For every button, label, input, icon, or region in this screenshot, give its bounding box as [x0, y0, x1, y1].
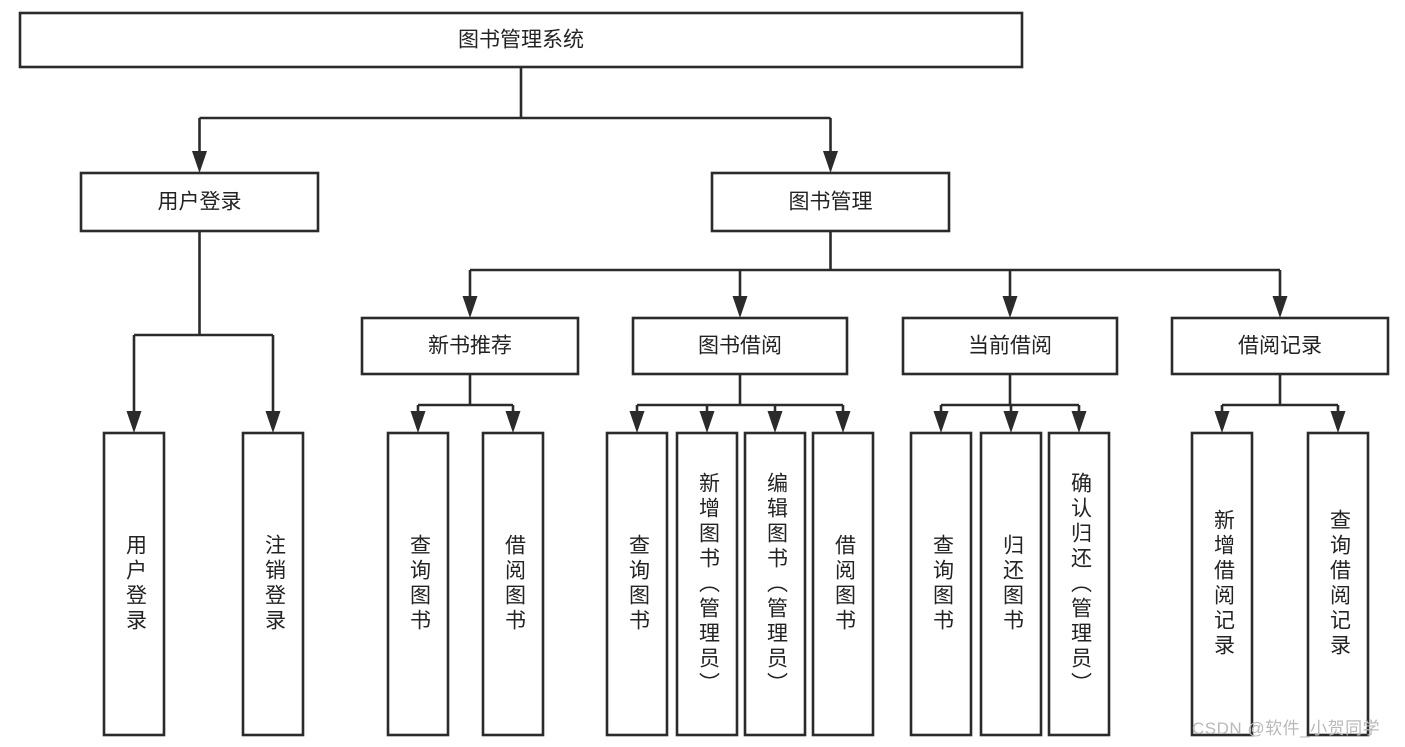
arrowhead-leaf-query-record: [1330, 411, 1346, 433]
arrowhead-leaf-query-book-3: [933, 411, 949, 433]
node-box-leaf-query-book-3[interactable]: [909, 431, 973, 737]
node-label-login: 用户登录: [158, 191, 242, 214]
arrowhead-leaf-add-record: [1214, 411, 1230, 433]
node-label-newbook: 新书推荐: [428, 335, 512, 358]
arrowhead-leaf-borrow-book-2: [835, 411, 851, 433]
arrowhead-leaf-confirm-return: [1071, 411, 1087, 433]
node-box-root[interactable]: [18, 11, 1024, 69]
arrowhead-leaf-edit-book: [767, 411, 783, 433]
node-label-current: 当前借阅: [968, 335, 1052, 358]
node-label-records: 借阅记录: [1238, 335, 1322, 358]
node-box-bookmgmt[interactable]: [710, 171, 951, 233]
arrowhead-leaf-return-book: [1003, 411, 1019, 433]
arrowhead-current: [1002, 296, 1018, 318]
node-box-leaf-add-record[interactable]: [1190, 431, 1254, 737]
node-box-leaf-query-book-1[interactable]: [386, 431, 450, 737]
node-box-leaf-return-book[interactable]: [979, 431, 1043, 737]
node-box-current[interactable]: [901, 316, 1119, 376]
node-box-records[interactable]: [1170, 316, 1390, 376]
arrowhead-leaf-add-book: [699, 411, 715, 433]
arrowhead-bookmgmt: [823, 151, 838, 173]
node-box-leaf-add-book[interactable]: [675, 431, 739, 737]
node-box-login[interactable]: [79, 171, 320, 233]
node-label-borrow: 图书借阅: [698, 335, 782, 358]
node-box-leaf-confirm-return[interactable]: [1047, 431, 1111, 737]
arrowhead-leaf-user-login: [126, 411, 142, 433]
arrowhead-records: [1272, 296, 1288, 318]
node-box-leaf-query-book-2[interactable]: [605, 431, 669, 737]
node-box-leaf-user-logout[interactable]: [241, 431, 305, 737]
arrowhead-leaf-query-book-1: [410, 411, 426, 433]
arrowhead-borrow: [732, 296, 748, 318]
arrowhead-newbook: [462, 296, 478, 318]
edges-layer: [126, 67, 1346, 433]
arrowhead-leaf-query-book-2: [629, 411, 645, 433]
arrowhead-leaf-user-logout: [265, 411, 281, 433]
node-label-root: 图书管理系统: [458, 29, 584, 52]
arrowhead-leaf-borrow-book-1: [505, 411, 521, 433]
node-box-leaf-borrow-book-2[interactable]: [811, 431, 875, 737]
node-box-leaf-user-login[interactable]: [102, 431, 166, 737]
watermark-text: CSDN @软件_小贺同学: [1192, 719, 1381, 738]
node-box-newbook[interactable]: [360, 316, 580, 376]
node-box-leaf-edit-book[interactable]: [743, 431, 807, 737]
boxes-layer: [18, 11, 1390, 737]
node-box-borrow[interactable]: [631, 316, 849, 376]
arrowhead-login: [192, 151, 207, 173]
node-label-bookmgmt: 图书管理: [789, 191, 873, 214]
node-box-leaf-borrow-book-1[interactable]: [481, 431, 545, 737]
node-box-leaf-query-record[interactable]: [1306, 431, 1370, 737]
